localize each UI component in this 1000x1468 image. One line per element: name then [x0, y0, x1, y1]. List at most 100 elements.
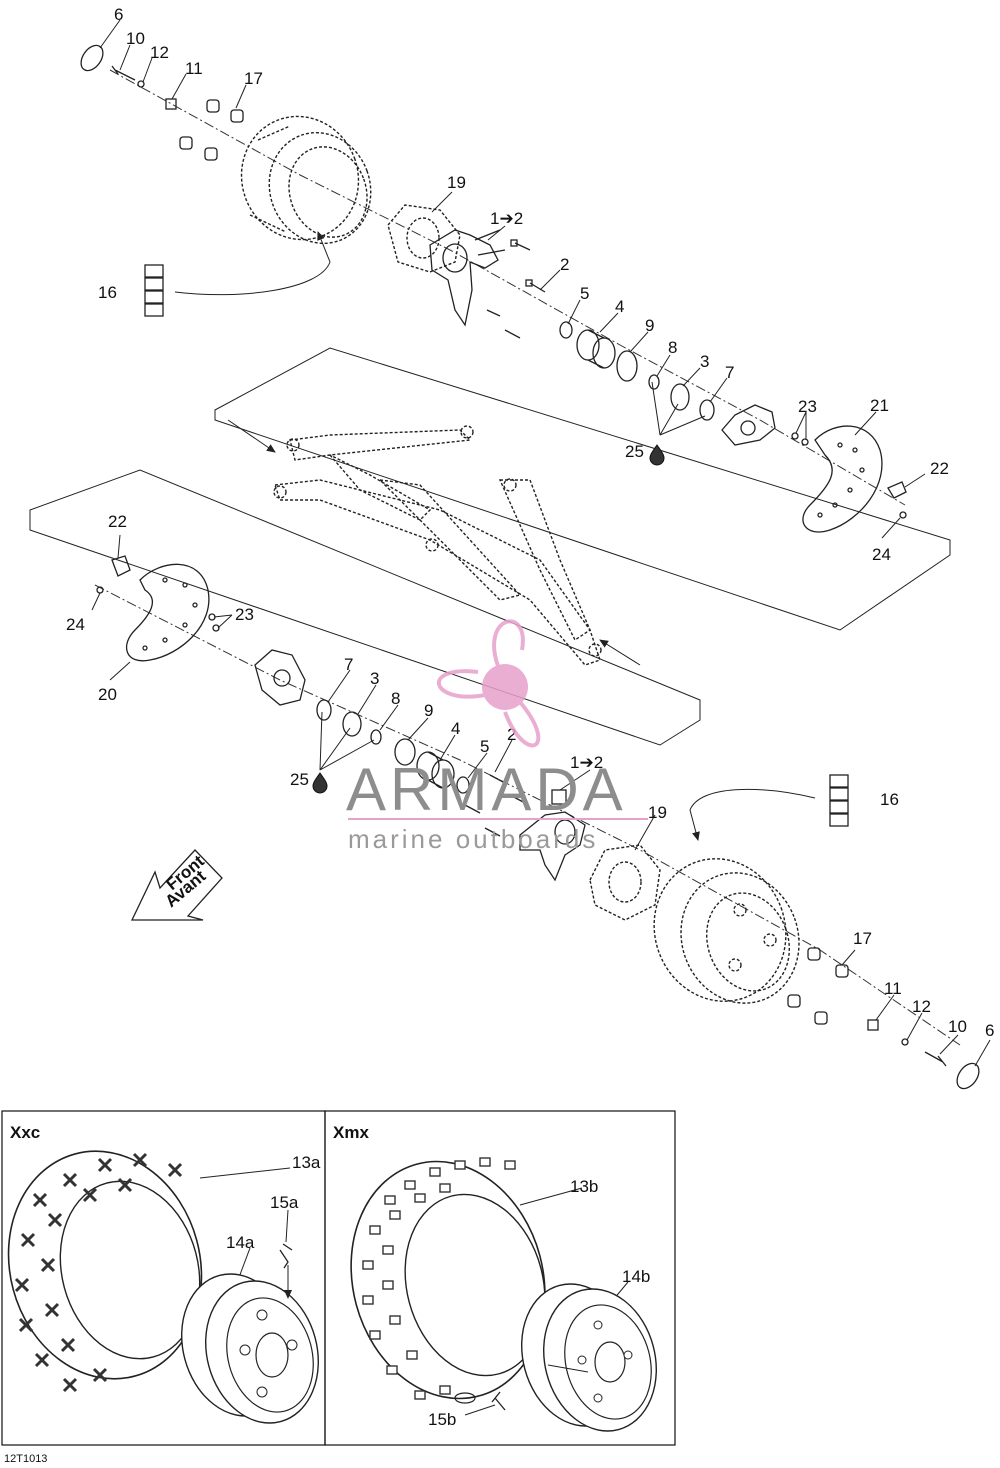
- tire-13a: [7, 1150, 203, 1393]
- callout-3-low: 3: [370, 669, 379, 688]
- callout-25-top: 25: [625, 442, 644, 461]
- callout-10-low: 10: [948, 1017, 967, 1036]
- part-22-left-bracket: [111, 555, 131, 577]
- callout-19-top: 19: [447, 173, 466, 192]
- watermark-tagline: marine outboards: [348, 824, 598, 854]
- callout-15b: 15b: [428, 1410, 456, 1429]
- callout-13b: 13b: [570, 1177, 598, 1196]
- callout-17-low: 17: [853, 929, 872, 948]
- part-11-low-nut: [867, 1019, 879, 1031]
- callout-4-top: 4: [615, 297, 624, 316]
- part-19-low-mounting-plate: [589, 844, 661, 921]
- callout-17-top: 17: [244, 69, 263, 88]
- top-hub-carrier: [721, 404, 776, 446]
- propeller-logo: [436, 619, 541, 748]
- oil-drop-icon: [312, 772, 328, 794]
- part-1-steering-knuckle: [429, 229, 506, 327]
- callout-16-low: 16: [880, 790, 899, 809]
- part-16-wheel-weights: [144, 264, 164, 317]
- callout-14a: 14a: [226, 1233, 255, 1252]
- callout-6-top: 6: [114, 5, 123, 24]
- variant-xmx-box: Xmx 13b 14b 15b: [324, 1110, 676, 1446]
- callout-6-low: 6: [985, 1021, 994, 1040]
- part-7-o-ring: [699, 399, 715, 421]
- callout-11-top: 11: [185, 59, 203, 78]
- rim-14b: [521, 1283, 657, 1432]
- variant-xxc-box: Xxc 13a 15a 14a: [1, 1110, 326, 1446]
- a-arm-suspension: [29, 347, 951, 746]
- callout-12-low: 12: [912, 997, 931, 1016]
- top-hub-assembly: [80, 44, 907, 533]
- callout-21: 21: [870, 396, 889, 415]
- part-8-low-o-ring: [370, 729, 382, 745]
- callout-22-left: 22: [108, 512, 127, 531]
- part-6-low-seal-ring: [956, 1062, 980, 1090]
- callout-1to2-top: 1➔2: [490, 209, 523, 228]
- part-23-disc-bolts: [791, 432, 809, 446]
- part-5-low-spacer: [456, 776, 470, 794]
- part-10-bolt: [111, 65, 136, 81]
- callout-16-top: 16: [98, 283, 117, 302]
- callout-24-left: 24: [66, 615, 85, 634]
- callout-3-top: 3: [700, 352, 709, 371]
- part-7-low-o-ring: [316, 699, 332, 721]
- part-9-low-circlip: [394, 738, 416, 766]
- watermark-divider: [348, 818, 648, 820]
- callout-8-top: 8: [668, 338, 677, 357]
- part-12-washer: [137, 80, 145, 88]
- part-5-spacer: [559, 321, 573, 339]
- callout-20: 20: [98, 685, 117, 704]
- callout-7-top: 7: [725, 363, 734, 382]
- callout-23-left: 23: [235, 605, 254, 624]
- valve-15a: [279, 1243, 293, 1269]
- callout-1to2-low: 1➔2: [570, 753, 603, 772]
- callout-4-low: 4: [451, 719, 460, 738]
- callout-25-low: 25: [290, 770, 309, 789]
- callout-2-low: 2: [507, 725, 516, 744]
- callout-23-top: 23: [798, 397, 817, 416]
- callout-2-top: 2: [560, 255, 569, 274]
- part-2-bolts: [486, 239, 546, 339]
- callout-12-top: 12: [150, 43, 169, 62]
- front-direction-arrow: Front Avant: [130, 849, 223, 921]
- callout-leaders: [91, 19, 991, 1416]
- valve-15b: [491, 1391, 506, 1411]
- part-17-low-lug-nuts: [787, 947, 849, 1025]
- tire-13b: [350, 1157, 546, 1404]
- callout-5-low: 5: [480, 737, 489, 756]
- callout-19-low: 19: [648, 803, 667, 822]
- part-22-bracket: [887, 481, 907, 499]
- lower-hub-carrier: [254, 649, 306, 706]
- watermark-brand: ARMADA: [346, 756, 627, 823]
- part-3-low-oil-seal: [342, 711, 362, 737]
- callout-7-low: 7: [344, 655, 353, 674]
- part-10-low-bolt: [924, 1051, 947, 1067]
- part-19-mounting-plate: [387, 204, 461, 273]
- callout-9-low: 9: [424, 701, 433, 720]
- callout-9-top: 9: [645, 316, 654, 335]
- armada-watermark: ARMADA marine outboards: [346, 619, 648, 854]
- part-6-seal-ring: [80, 44, 104, 72]
- variant-xxc-title: Xxc: [10, 1123, 40, 1142]
- part-4-bearing: [576, 329, 616, 369]
- oil-drop-icon: [649, 444, 665, 466]
- part-9-circlip: [616, 350, 638, 382]
- part-20-brake-disc: [126, 563, 210, 662]
- callout-22-top: 22: [930, 459, 949, 478]
- lower-wheel-rim: [653, 858, 800, 1004]
- part-3-oil-seal: [670, 383, 690, 411]
- variant-xmx-title: Xmx: [333, 1123, 369, 1142]
- rim-14a: [181, 1265, 319, 1424]
- callout-labels: 6 10 12 11 17 19 1➔2 2 16 5 4 9 8 3 7 25…: [66, 5, 994, 1040]
- part-11-nut: [165, 98, 177, 110]
- drawing-code: 12T1013: [4, 1453, 47, 1465]
- part-2-low-bolts: [464, 774, 526, 837]
- top-wheel-rim: [240, 115, 372, 245]
- part-17-lug-nuts: [179, 99, 244, 161]
- callout-24-top: 24: [872, 545, 891, 564]
- callout-15a: 15a: [270, 1193, 299, 1212]
- callout-10-top: 10: [126, 29, 145, 48]
- part-24-screw: [899, 511, 907, 519]
- callout-13a: 13a: [292, 1153, 321, 1172]
- callout-5-top: 5: [580, 284, 589, 303]
